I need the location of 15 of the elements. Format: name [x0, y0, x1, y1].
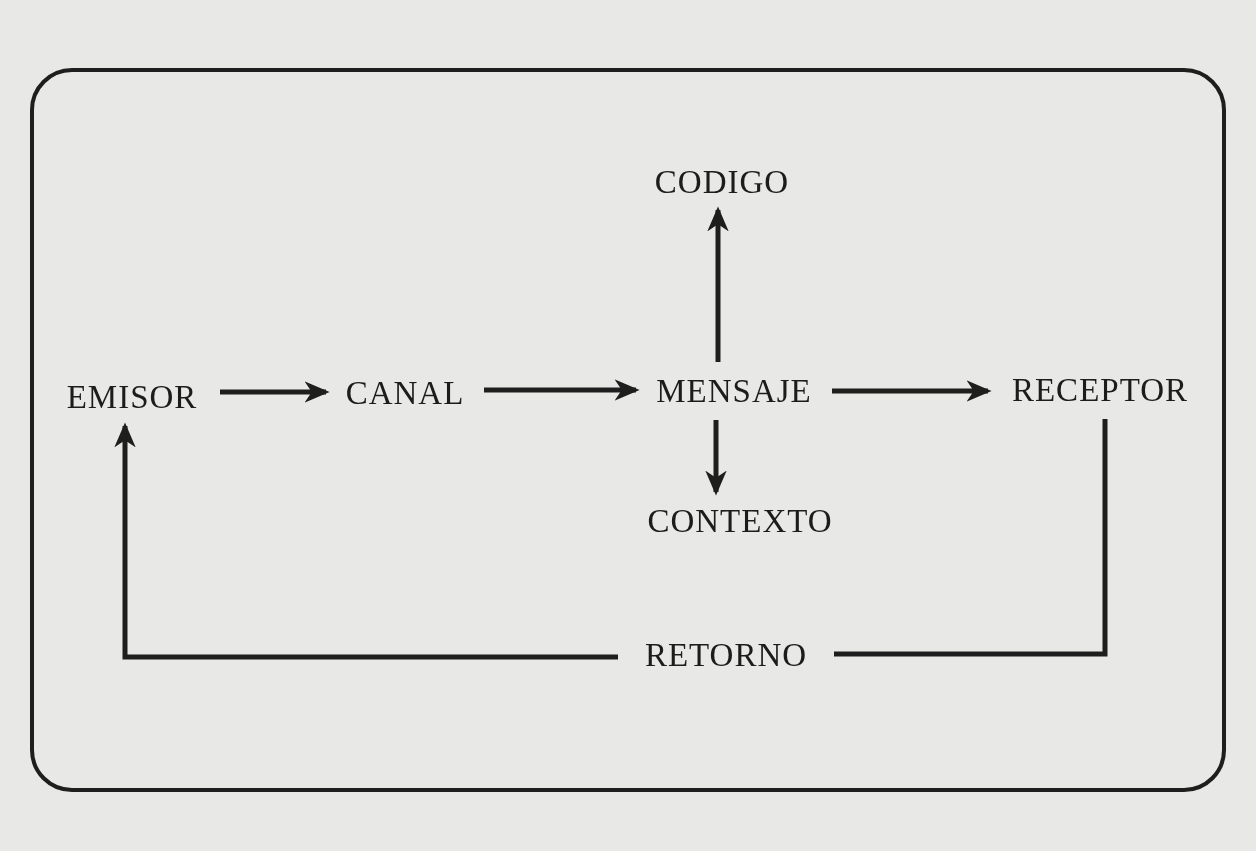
node-label: MENSAJE: [642, 368, 826, 414]
arrow: [832, 380, 992, 402]
node-label: RECEPTOR: [994, 367, 1206, 413]
arrow: [220, 381, 330, 403]
arrow: [114, 422, 618, 660]
connector-line: [834, 419, 1108, 657]
frame-box: [30, 68, 1226, 792]
arrow: [484, 379, 640, 401]
arrow: [707, 206, 729, 362]
node-label: CODIGO: [652, 160, 792, 204]
node-label: EMISOR: [50, 374, 214, 420]
node-label: RETORNO: [624, 632, 828, 678]
arrow: [705, 420, 727, 496]
node-label: CONTEXTO: [640, 498, 840, 544]
node-label: CANAL: [332, 370, 478, 416]
